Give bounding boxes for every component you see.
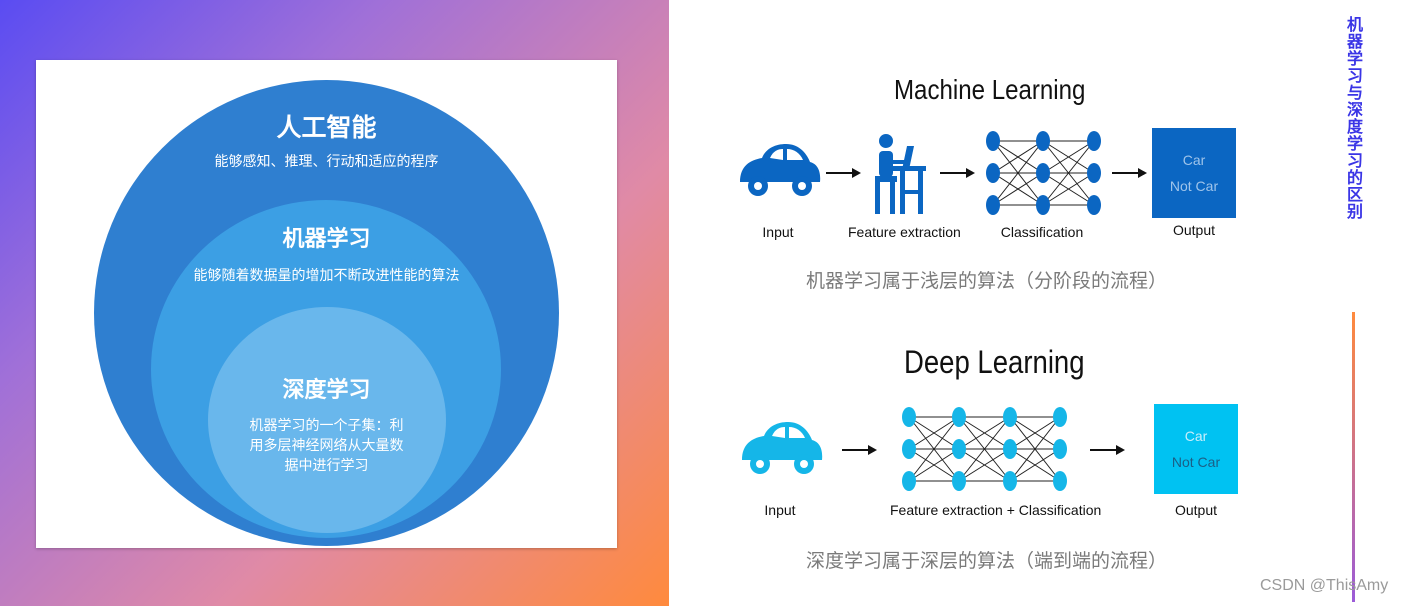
dl-neural-network-icon [902,407,1067,491]
ml-input-label: Input [762,224,794,240]
dl-car-icon [742,422,823,474]
watermark: CSDN @ThisAmy [1260,577,1389,594]
ml-description: 能够随着数据量的增加不断改进性能的算法 [193,268,460,284]
ml-title: 机器学习 [282,227,371,252]
dl-output-label: Output [1174,502,1218,518]
ml-caption: 机器学习属于浅层的算法（分阶段的流程） [806,270,1168,292]
output-not-car-label: Not Car [1171,454,1221,470]
dl-combined-label: Feature extraction + Classification [890,502,1102,518]
arrow-right-icon [826,168,861,178]
dl-circle [208,307,446,533]
ai-title: 人工智能 [276,113,377,142]
ml-output-label: Output [1172,222,1216,238]
ml-classification-label: Classification [1000,224,1084,240]
ai-description: 能够感知、推理、行动和适应的程序 [214,154,439,170]
dl-flow-title: Deep Learning [904,344,1085,380]
arrow-right-icon [940,168,975,178]
ml-feature-label: Feature extraction [848,224,961,240]
dl-title: 深度学习 [282,378,371,403]
ml-flow-title: Machine Learning [894,74,1086,105]
arrow-right-icon [1112,168,1147,178]
dl-description-line: 据中进行学习 [284,458,369,474]
output-not-car-label: Not Car [1169,178,1219,194]
dl-input-label: Input [764,502,796,518]
dl-description-line: 机器学习的一个子集：利 [249,418,404,434]
dl-output-box: Car Not Car [1154,404,1238,494]
dl-description-line: 用多层神经网络从大量数 [249,438,404,454]
side-accent-bar [1352,312,1355,602]
arrow-right-icon [1090,445,1125,455]
output-car-label: Car [1182,152,1206,168]
venn-diagram-card: 人工智能 能够感知、推理、行动和适应的程序 机器学习 能够随着数据量的增加不断改… [36,60,617,548]
dl-caption: 深度学习属于深层的算法（端到端的流程） [806,550,1168,572]
ml-car-icon [740,144,821,196]
side-title: 机器学习与深度学习的区别 [1344,16,1363,220]
arrow-right-icon [842,445,877,455]
ml-neural-network-icon [986,131,1101,215]
output-car-label: Car [1184,428,1208,444]
person-at-desk-icon [875,134,926,214]
ml-output-box: Car Not Car [1152,128,1236,218]
